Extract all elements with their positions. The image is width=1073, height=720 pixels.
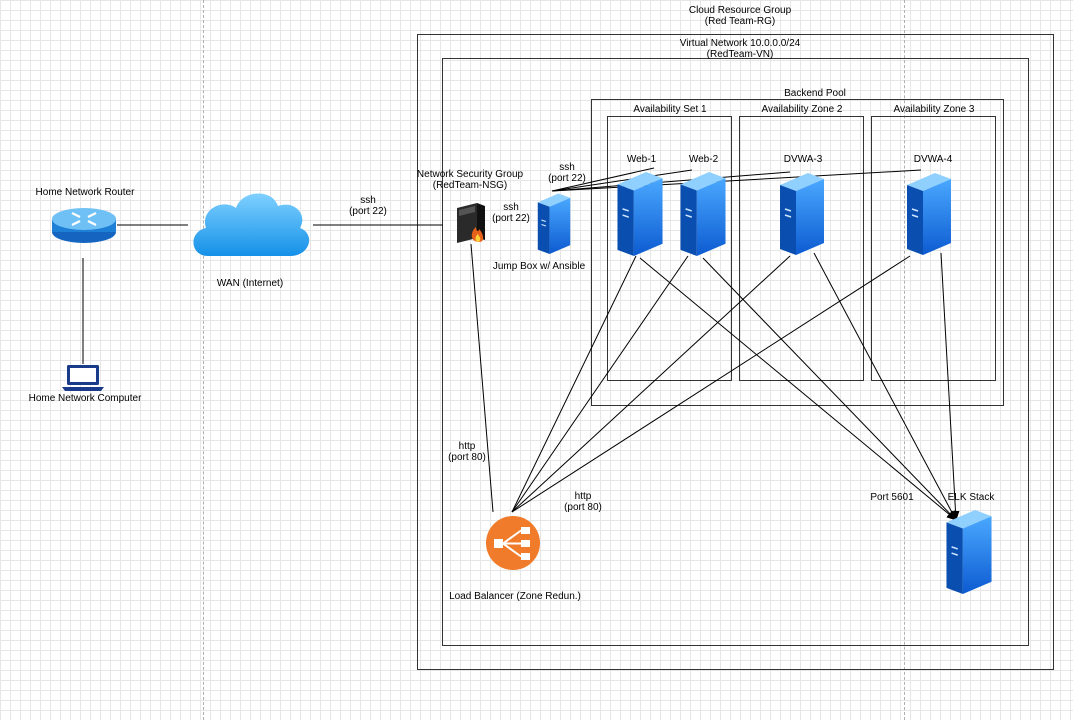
laptop-icon[interactable] <box>62 364 104 392</box>
virtual-network-box[interactable] <box>417 34 1054 670</box>
web2-label: Web-2 <box>688 154 719 165</box>
ssh-jump-label: ssh(port 22) <box>492 202 530 224</box>
edge-web2-elk <box>702 257 957 521</box>
jumpbox-server-icon[interactable] <box>537 192 571 254</box>
cloud-icon[interactable] <box>186 186 314 262</box>
edge-jump-dvwa3 <box>551 171 791 192</box>
availability-set-1-label: Availability Set 1 <box>633 104 707 115</box>
router-icon[interactable] <box>50 204 118 244</box>
dvwa3-server-icon[interactable] <box>779 171 825 255</box>
wan-label: WAN (Internet) <box>216 278 284 289</box>
availability-zone-3-label: Availability Zone 3 <box>893 104 975 115</box>
edge-nsg-lb <box>470 243 494 513</box>
edge-lb-dvwa4 <box>511 255 911 513</box>
ssh-wan-label: ssh(port 22) <box>349 195 387 217</box>
web1-server-icon[interactable] <box>617 170 663 256</box>
edge-lb-dvwa3 <box>511 255 791 513</box>
dvwa4-server-icon[interactable] <box>906 171 952 255</box>
load-balancer-label: Load Balancer (Zone Redun.) <box>449 591 581 602</box>
edge-web1-elk <box>639 257 957 521</box>
router-label: Home Network Router <box>35 187 135 198</box>
edge-dvwa3-elk <box>813 252 957 521</box>
backend-pool-box[interactable] <box>591 99 1004 406</box>
edge-lb-web1 <box>511 255 637 513</box>
web1-label: Web-1 <box>626 154 657 165</box>
backend-pool-label: Backend Pool <box>784 88 846 99</box>
availability-zone-2-box[interactable] <box>739 116 864 381</box>
http-lb-pool-label: http(port 80) <box>564 491 602 513</box>
web2-server-icon[interactable] <box>680 170 726 256</box>
elk-label: ELK Stack <box>947 492 995 503</box>
computer-label: Home Network Computer <box>28 393 142 404</box>
dvwa3-label: DVWA-3 <box>783 154 823 165</box>
elk-port-label: Port 5601 <box>870 492 914 503</box>
edge-dvwa4-elk <box>940 252 960 521</box>
cloud-resource-group-label: Cloud Resource Group(Red Team-RG) <box>688 5 792 27</box>
edge-jump-web2 <box>551 169 693 192</box>
dvwa4-label: DVWA-4 <box>913 154 953 165</box>
ssh-pool-label: ssh(port 22) <box>548 162 586 184</box>
virtual-network-label: Virtual Network 10.0.0.0/24(RedTeam-VN) <box>679 38 801 60</box>
availability-set-1-box[interactable] <box>607 116 732 381</box>
page-guide-right <box>904 0 905 720</box>
availability-zone-2-label: Availability Zone 2 <box>761 104 843 115</box>
jumpbox-label: Jump Box w/ Ansible <box>492 261 586 272</box>
edge-jump-web1 <box>551 167 655 192</box>
elk-server-icon[interactable] <box>946 508 992 594</box>
availability-zone-3-box[interactable] <box>871 116 996 381</box>
page-guide-left <box>203 0 204 720</box>
edge-lb-web2 <box>511 255 689 513</box>
nsg-label: Network Security Group(RedTeam-NSG) <box>416 169 524 191</box>
load-balancer-icon[interactable] <box>485 515 541 571</box>
edge-jump-dvwa4 <box>551 169 922 192</box>
http-nsg-lb-label: http(port 80) <box>448 441 486 463</box>
firewall-icon[interactable] <box>453 202 489 244</box>
inner-network-box[interactable] <box>442 58 1029 646</box>
